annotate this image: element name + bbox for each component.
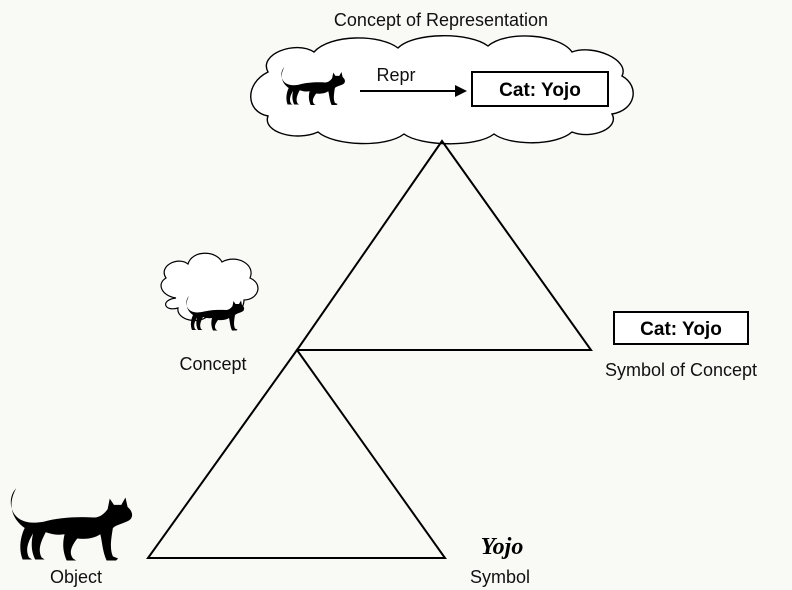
- symbol-of-concept-box-label: Cat: Yojo: [640, 319, 722, 340]
- object-cat-icon: [10, 488, 133, 561]
- repr-arrow-label: Repr: [376, 65, 415, 85]
- symbol-label: Symbol: [470, 567, 530, 587]
- symbol-of-concept-box: [613, 311, 749, 345]
- symbol-word: Yojo: [481, 534, 524, 560]
- concept-of-representation-cloud: [250, 35, 634, 145]
- lower-triangle: [146, 348, 447, 559]
- cloud-box-label: Cat: Yojo: [499, 80, 581, 101]
- object-label: Object: [50, 567, 102, 587]
- concept-label: Concept: [179, 354, 246, 374]
- symbol-of-concept-label: Symbol of Concept: [605, 360, 757, 380]
- diagram-title: Concept of Representation: [334, 10, 548, 30]
- repr-arrow: [360, 85, 467, 97]
- cloud-box: [471, 71, 609, 107]
- upper-triangle: [295, 139, 593, 351]
